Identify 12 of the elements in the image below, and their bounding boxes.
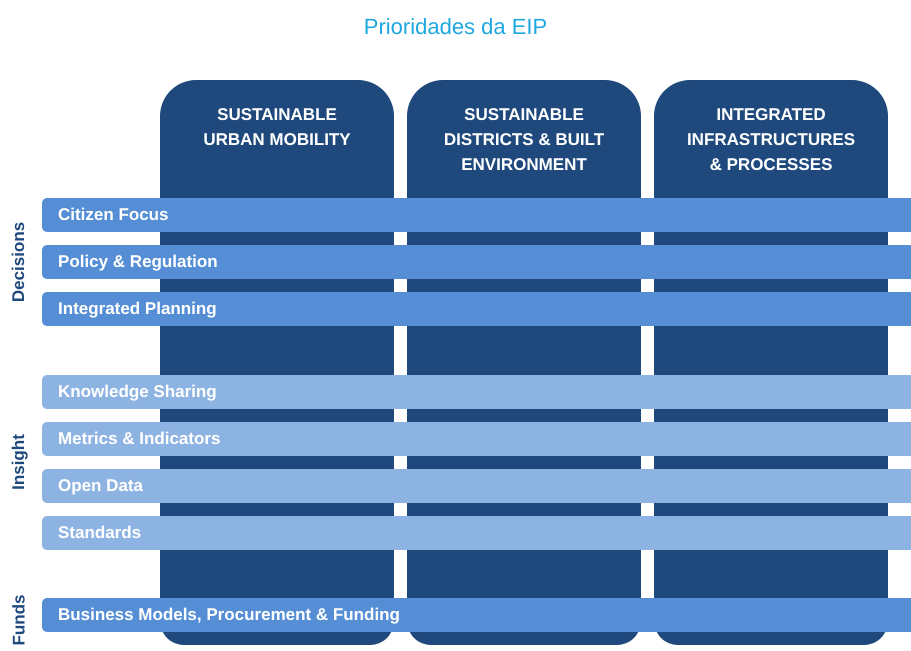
priority-bar: Standards [42, 516, 911, 550]
priority-bar: Metrics & Indicators [42, 422, 911, 456]
priority-bar: Policy & Regulation [42, 245, 911, 279]
priority-bar: Citizen Focus [42, 198, 911, 232]
priority-bar: Open Data [42, 469, 911, 503]
priority-bar: Integrated Planning [42, 292, 911, 326]
priority-bar: Business Models, Procurement & Funding [42, 598, 911, 632]
section-label: Decisions [9, 222, 30, 302]
section-label: Insight [8, 434, 29, 490]
chart-title: Prioridades da EIP [362, 14, 548, 40]
section-label: Funds [9, 594, 29, 646]
priority-bar: Knowledge Sharing [42, 375, 911, 409]
